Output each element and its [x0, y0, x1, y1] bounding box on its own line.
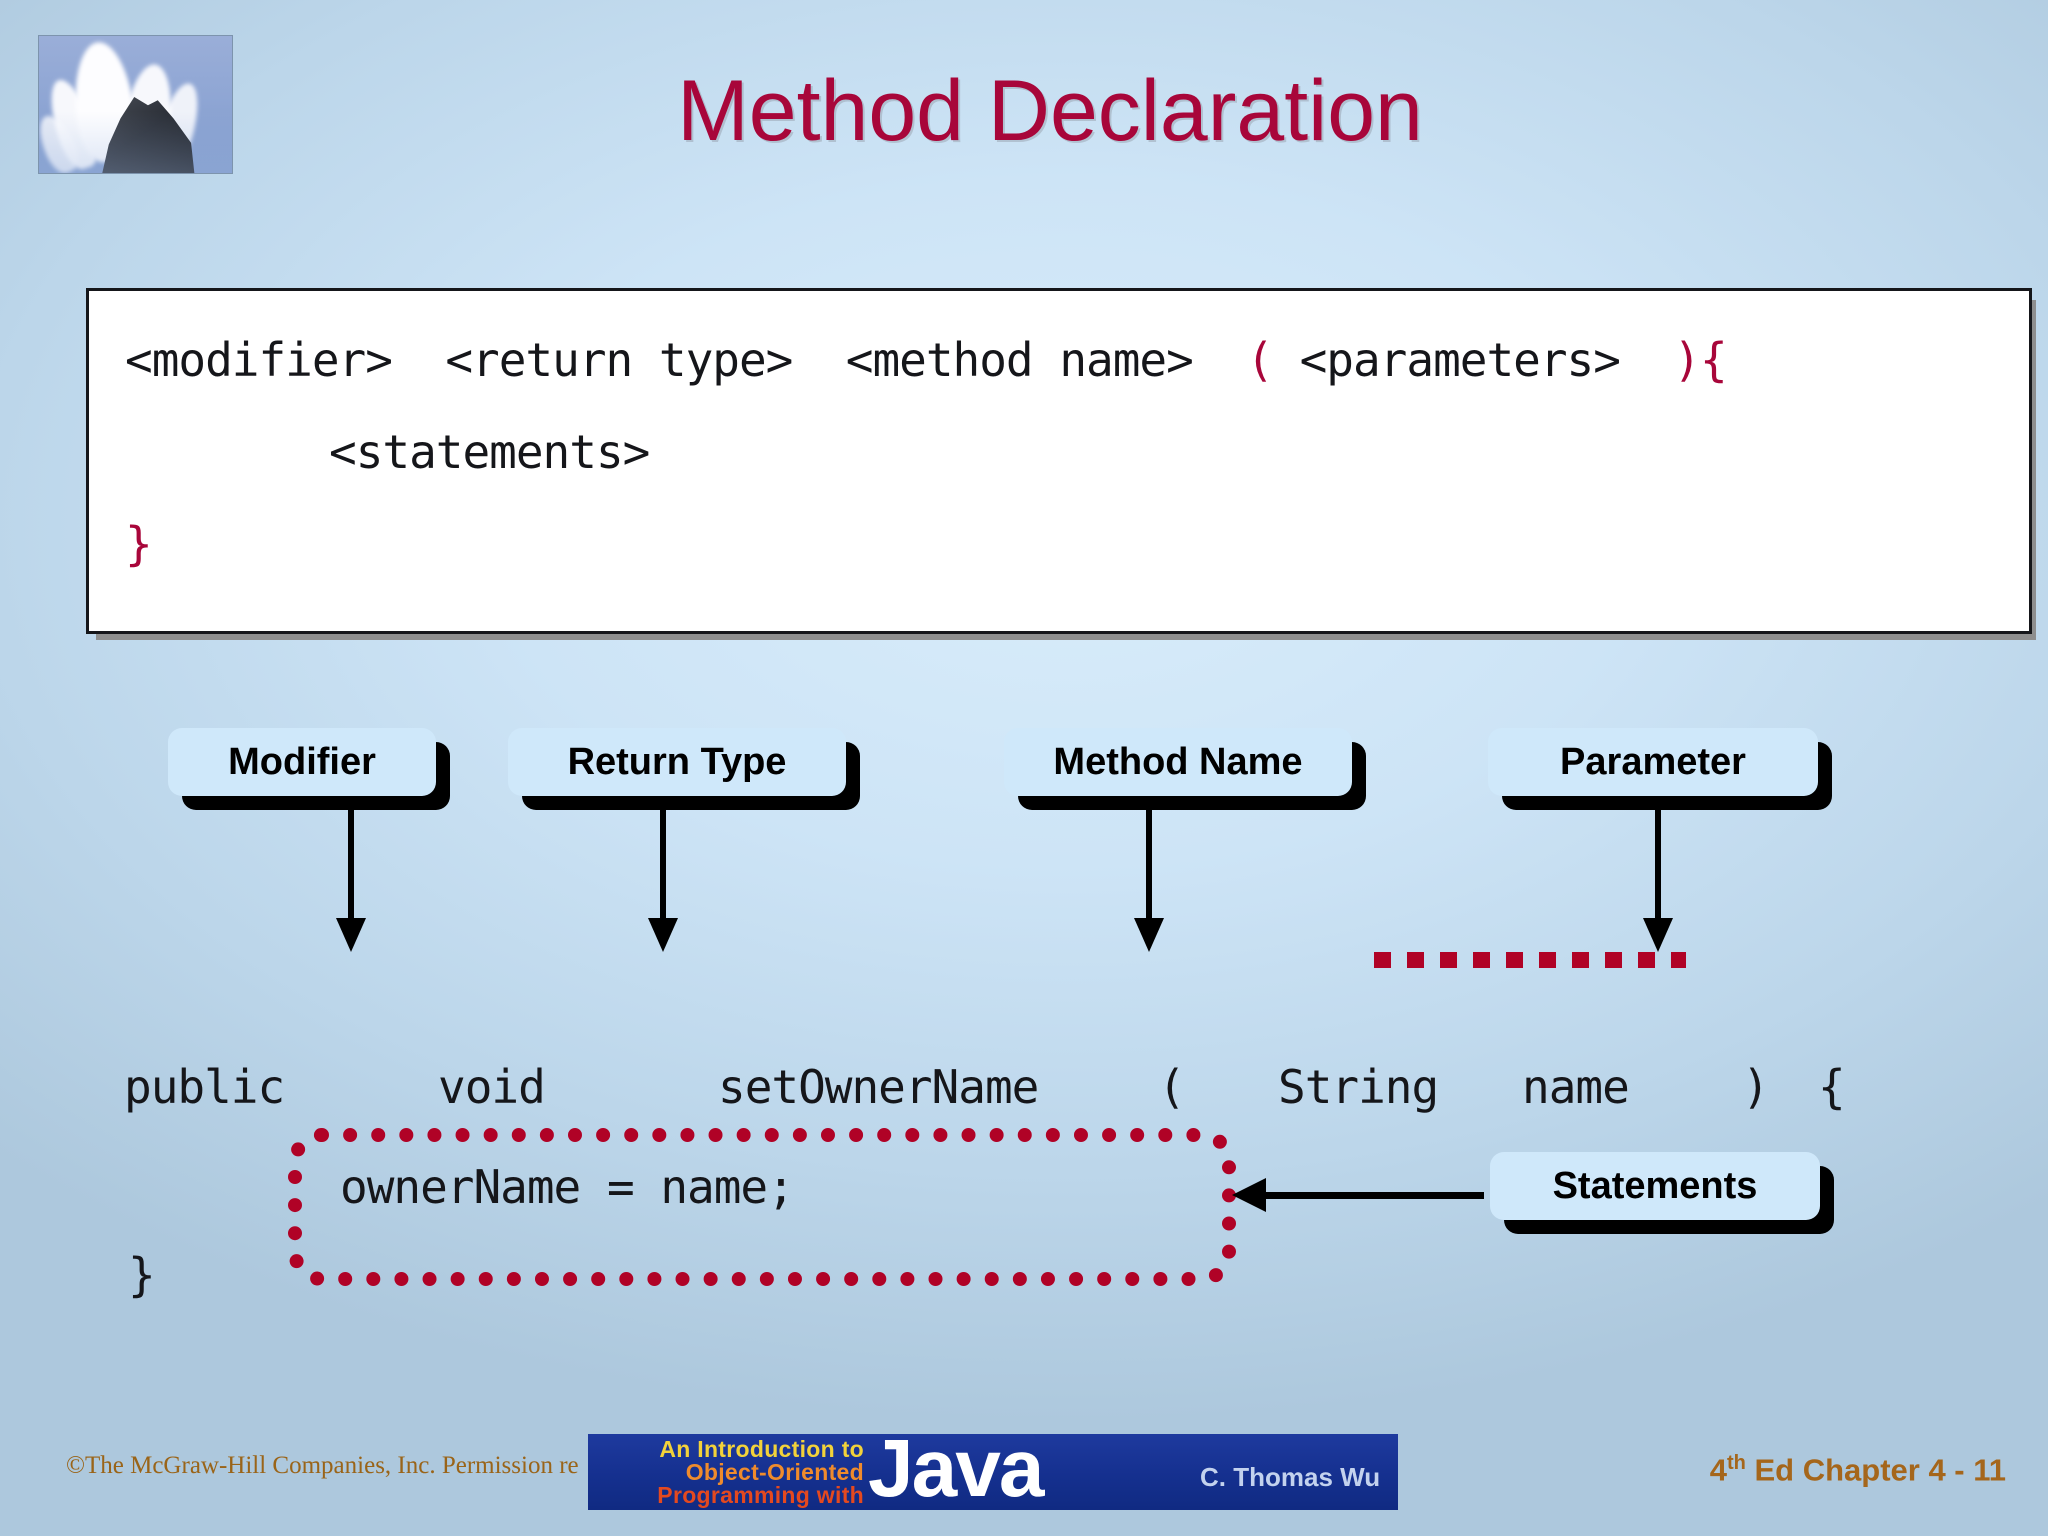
arrow-head — [336, 918, 366, 952]
syntax-return-type: <return type> — [445, 333, 793, 387]
arrow-stem — [348, 800, 354, 924]
callout-label: Modifier — [228, 740, 376, 783]
example-close-brace: } — [128, 1248, 156, 1302]
banner-line-2: Object-Oriented — [685, 1459, 864, 1485]
callout-label: Method Name — [1053, 740, 1303, 783]
banner-line-3: Programming with — [657, 1482, 864, 1508]
example-method-name: setOwnerName — [718, 1060, 1039, 1114]
callout-box: Return Type — [508, 728, 846, 796]
wave-crashing-on-rock-photo — [38, 35, 233, 174]
syntax-panel: <modifier> <return type> <method name> (… — [86, 288, 2032, 634]
syntax-open-paren: ( — [1246, 333, 1274, 387]
banner-wordmark: Java — [868, 1434, 1044, 1510]
arrow-stem — [1262, 1192, 1484, 1199]
example-modifier: public — [124, 1060, 285, 1114]
statement-highlight-box — [288, 1128, 1236, 1286]
syntax-line-close-brace: } — [125, 517, 153, 571]
syntax-line-signature: <modifier> <return type> <method name> (… — [125, 333, 1728, 387]
example-statement: ownerName = name; — [340, 1160, 795, 1214]
callout-modifier[interactable]: Modifier — [168, 728, 450, 810]
arrow-head — [1643, 918, 1673, 952]
arrow-head — [1232, 1178, 1266, 1212]
arrow-head — [1134, 918, 1164, 952]
example-close-paren: ) — [1742, 1060, 1770, 1114]
page-title: Method Declaration — [677, 63, 1423, 159]
copyright-text: ©The McGraw-Hill Companies, Inc. Permiss… — [66, 1452, 579, 1479]
banner-author: C. Thomas Wu — [1200, 1462, 1381, 1492]
syntax-line-statements: <statements> — [329, 425, 650, 479]
chapter-indicator: 4th Ed Chapter 4 - 11 — [1710, 1452, 2006, 1488]
syntax-parameters: <parameters> — [1299, 333, 1621, 387]
callout-parameter[interactable]: Parameter — [1488, 728, 1832, 810]
photo-haze-overlay — [39, 36, 232, 173]
arrow-stem — [1655, 800, 1661, 924]
syntax-close-paren: ) — [1673, 333, 1701, 387]
banner-line-1: An Introduction to — [659, 1436, 864, 1462]
callout-statements[interactable]: Statements — [1490, 1152, 1834, 1234]
example-return-type: void — [438, 1060, 546, 1114]
callout-label: Statements — [1552, 1164, 1758, 1207]
gap — [1620, 333, 1673, 387]
arrow-stem — [1146, 800, 1152, 924]
chapter-text: Ed Chapter 4 - 11 — [1745, 1452, 2006, 1488]
example-param-type: String — [1278, 1060, 1439, 1114]
arrow-statements — [1232, 1178, 1484, 1212]
callout-label: Return Type — [567, 740, 787, 783]
syntax-modifier: <modifier> — [125, 333, 393, 387]
arrow-head — [648, 918, 678, 952]
gap — [1273, 333, 1300, 387]
callout-box: Modifier — [168, 728, 436, 796]
gap — [392, 333, 445, 387]
syntax-open-brace: { — [1700, 333, 1728, 387]
callout-box: Statements — [1490, 1152, 1820, 1220]
gap — [1193, 333, 1246, 387]
callout-box: Method Name — [1004, 728, 1352, 796]
arrow-stem — [660, 800, 666, 924]
banner-subtitle-lines: An Introduction to Object-Oriented Progr… — [596, 1438, 864, 1507]
callout-label: Parameter — [1560, 740, 1746, 783]
callout-return-type[interactable]: Return Type — [508, 728, 860, 810]
chapter-ordinal-suffix: th — [1726, 1452, 1746, 1474]
example-param-name: name — [1522, 1060, 1630, 1114]
chapter-number: 4 — [1709, 1452, 1727, 1488]
example-open-paren: ( — [1158, 1060, 1186, 1114]
callout-box: Parameter — [1488, 728, 1818, 796]
example-open-brace: { — [1818, 1060, 1846, 1114]
callout-method-name[interactable]: Method Name — [1004, 728, 1366, 810]
gap — [792, 333, 845, 387]
java-book-banner: An Introduction to Object-Oriented Progr… — [588, 1434, 1398, 1510]
parameter-dotted-underline — [1374, 952, 1686, 968]
syntax-method-name: <method name> — [845, 333, 1194, 387]
